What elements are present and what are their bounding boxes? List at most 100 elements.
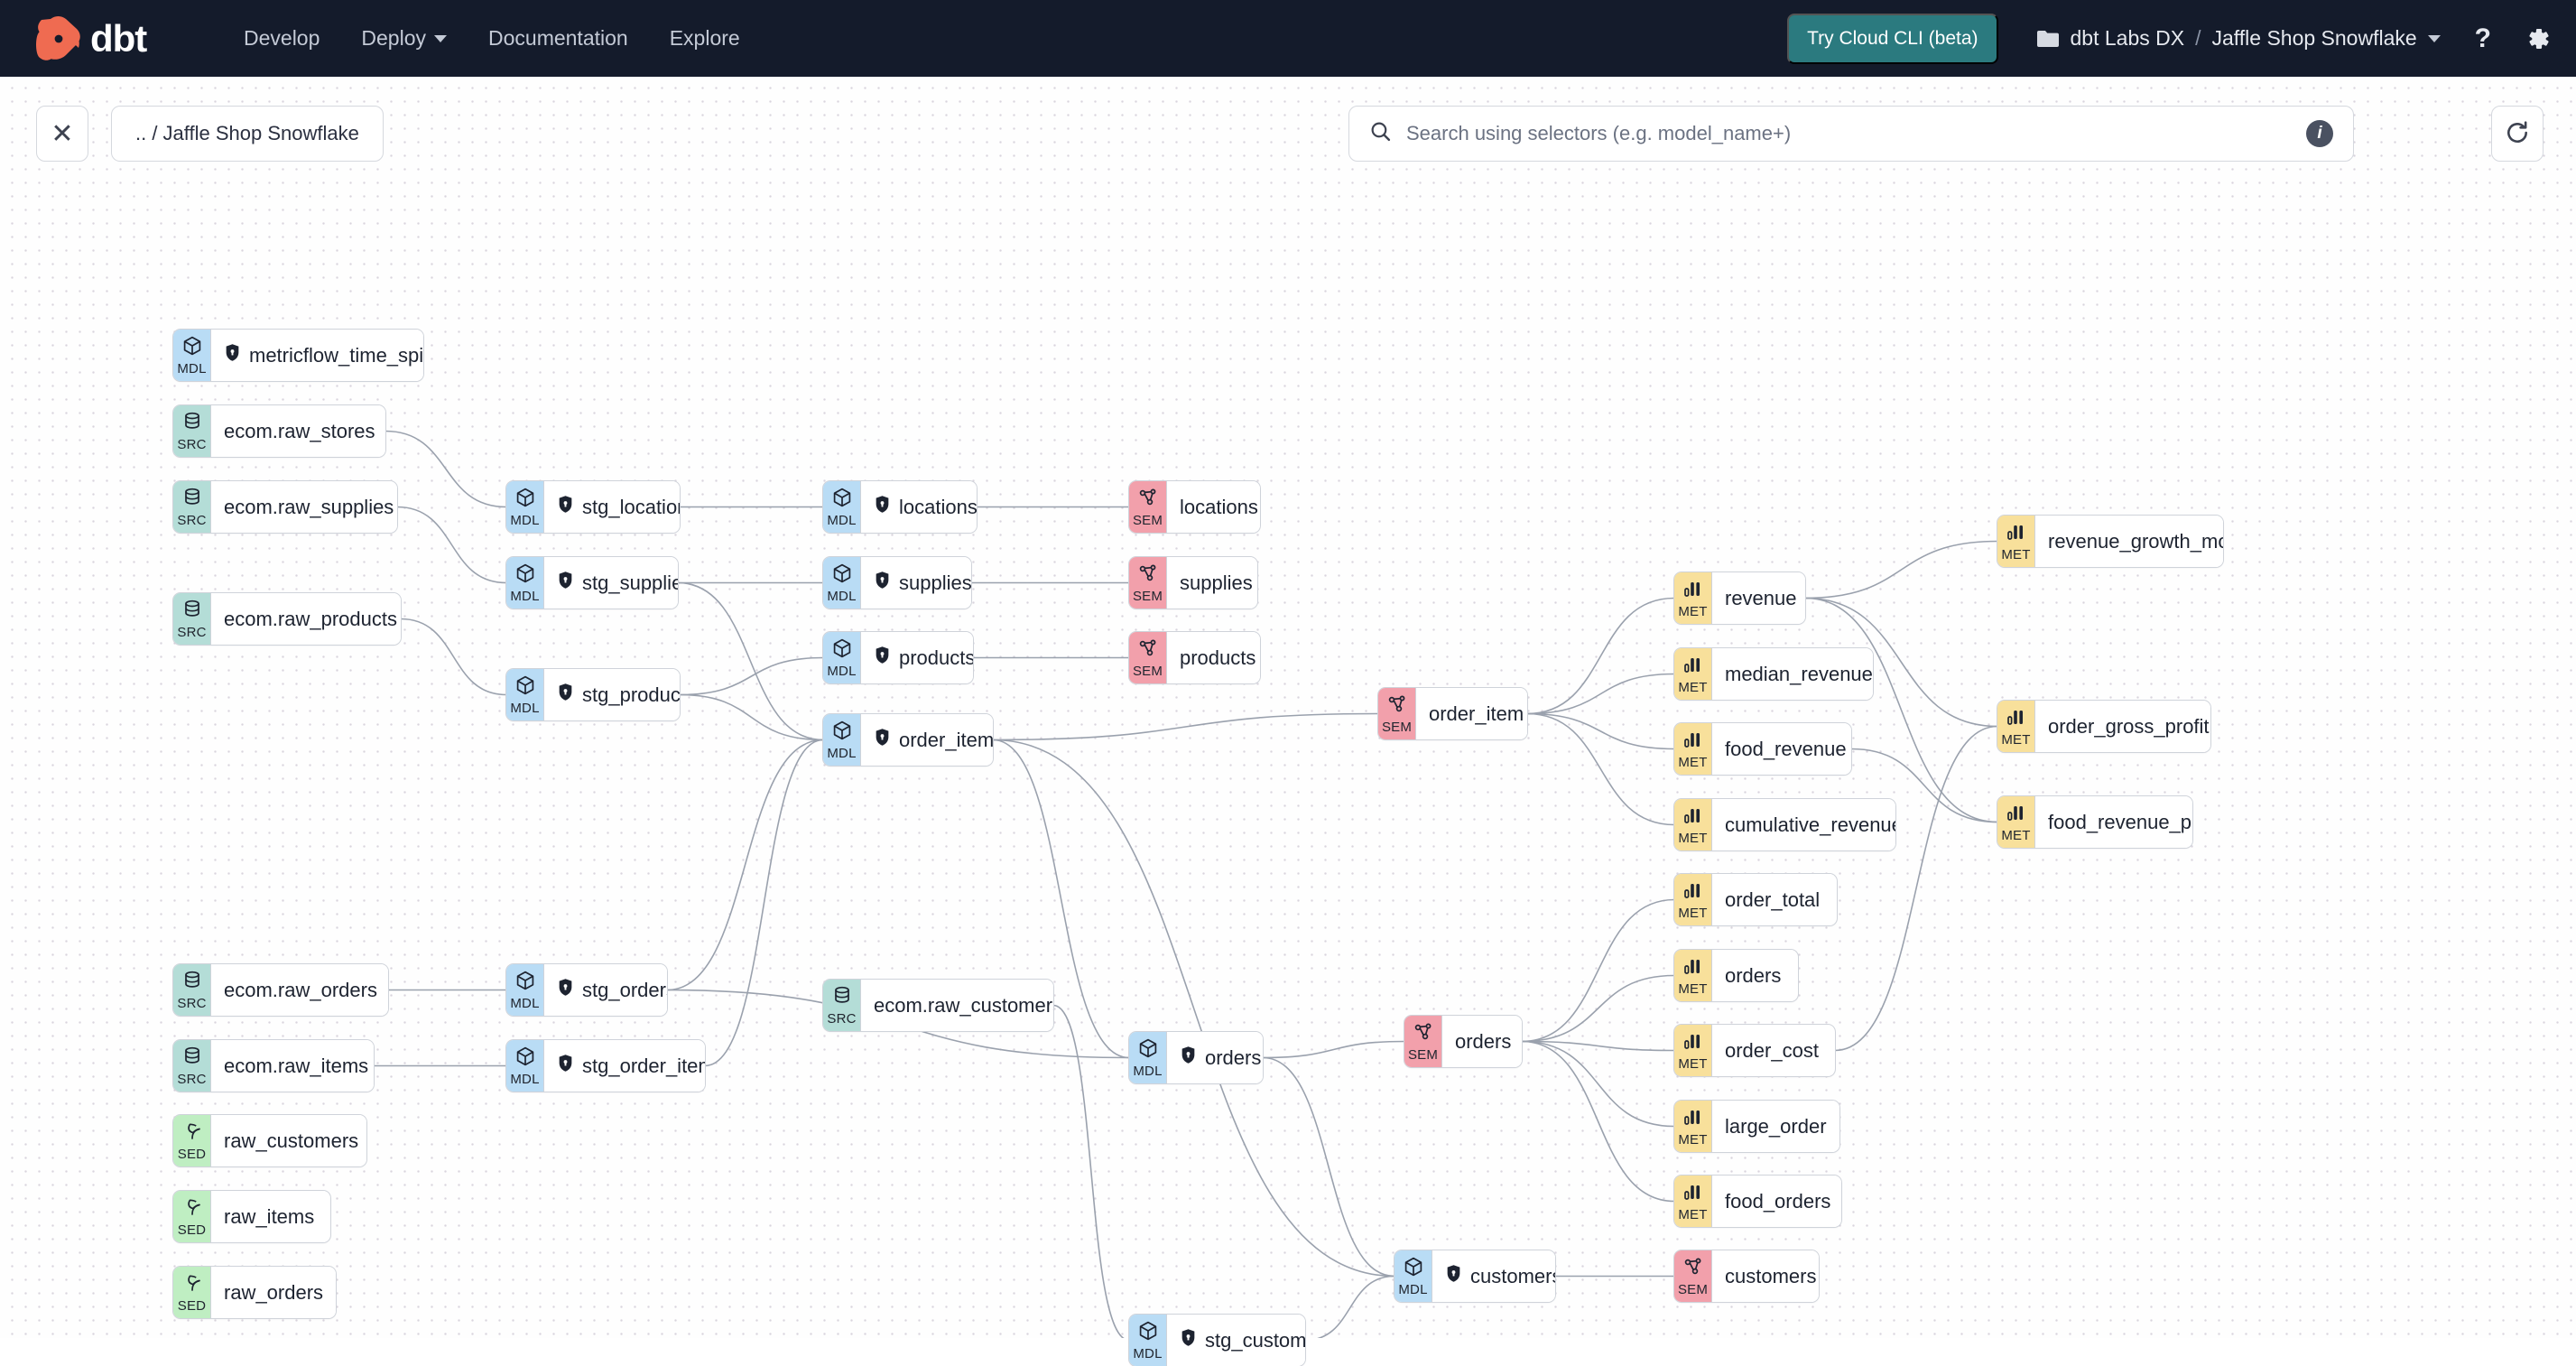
met-type-badge: MET — [1674, 799, 1712, 850]
met-type-badge: MET — [1674, 1176, 1712, 1227]
nav-link-explore[interactable]: Explore — [670, 26, 740, 51]
src-icon — [181, 411, 203, 437]
graph-node-name: metricflow_time_spine — [249, 343, 423, 367]
sem-icon — [1137, 637, 1159, 664]
lineage-edge — [1526, 712, 1675, 750]
chevron-down-icon — [434, 34, 447, 42]
graph-node-name: stg_supplies — [582, 571, 678, 594]
sed-type-badge: SED — [173, 1115, 211, 1166]
graph-node-name: order_total — [1725, 887, 1821, 911]
gear-icon[interactable] — [2525, 26, 2551, 51]
lineage-canvas[interactable]: MDLmetricflow_time_spineSRCecom.raw_stor… — [0, 77, 2576, 1366]
refresh-button[interactable] — [2491, 106, 2544, 162]
node-type-code: SED — [177, 1222, 207, 1238]
lineage-edge — [679, 656, 824, 696]
search-input[interactable] — [1406, 122, 2292, 145]
node-type-code: MET — [1678, 680, 1708, 695]
mdl-type-badge: MDL — [506, 669, 544, 720]
close-button[interactable]: ✕ — [36, 106, 88, 162]
search-bar[interactable]: i — [1348, 106, 2354, 162]
close-icon: ✕ — [51, 118, 74, 149]
breadcrumb-button[interactable]: .. / Jaffle Shop Snowflake — [111, 106, 384, 162]
project-breadcrumb[interactable]: dbt Labs DX / Jaffle Shop Snowflake — [2036, 26, 2441, 51]
mdl-icon — [514, 562, 536, 589]
graph-node-name: order_gross_profit — [2048, 714, 2210, 738]
node-type-code: SRC — [827, 1011, 857, 1027]
shield-icon — [557, 495, 574, 519]
info-icon[interactable]: i — [2306, 120, 2333, 147]
mdl-icon — [514, 487, 536, 513]
breadcrumb-separator: / — [2195, 26, 2201, 50]
graph-node-name: food_revenue — [1725, 737, 1847, 760]
graph-node-name: locations — [899, 495, 977, 518]
lineage-edge — [677, 581, 824, 741]
graph-node-name: large_order — [1725, 1114, 1827, 1138]
search-icon — [1369, 120, 1392, 147]
try-cloud-cli-button[interactable]: Try Cloud CLI (beta) — [1787, 13, 1998, 64]
graph-node-name: orders — [1725, 963, 1782, 987]
graph-node-label: stg_products — [544, 669, 680, 720]
graph-node-met_order_total[interactable]: MET order_total — [1674, 874, 1837, 925]
graph-node-met_revenue[interactable]: MET revenue — [1674, 572, 1805, 624]
node-type-code: MET — [1678, 906, 1708, 921]
top-nav-right-group: Try Cloud CLI (beta) dbt Labs DX / Jaffl… — [1787, 13, 2551, 64]
nav-link-deploy[interactable]: Deploy — [361, 26, 447, 51]
mdl-icon — [1137, 1037, 1159, 1064]
dbt-logo[interactable]: dbt — [36, 15, 171, 61]
graph-node-met_large_order[interactable]: MET large_order — [1674, 1101, 1839, 1152]
node-type-code: MET — [1678, 1132, 1708, 1148]
question-mark-icon[interactable]: ? — [2474, 23, 2491, 53]
mdl-type-badge: MDL — [823, 632, 861, 683]
graph-node-name: revenue — [1725, 586, 1797, 609]
nav-link-documentation[interactable]: Documentation — [488, 26, 628, 51]
nav-link-develop[interactable]: Develop — [244, 26, 320, 51]
node-type-code: SEM — [1407, 1047, 1439, 1063]
shield-icon — [1180, 1328, 1197, 1352]
graph-node-name: order_items — [899, 728, 993, 751]
mdl-type-badge: MDL — [1129, 1032, 1167, 1083]
mdl-icon — [1403, 1256, 1424, 1282]
met-type-badge: MET — [1674, 572, 1712, 624]
account-name: dbt Labs DX — [2070, 26, 2185, 50]
node-type-code: MDL — [1133, 1064, 1163, 1079]
mdl-icon — [831, 562, 853, 589]
chevron-down-icon[interactable] — [2427, 34, 2441, 42]
